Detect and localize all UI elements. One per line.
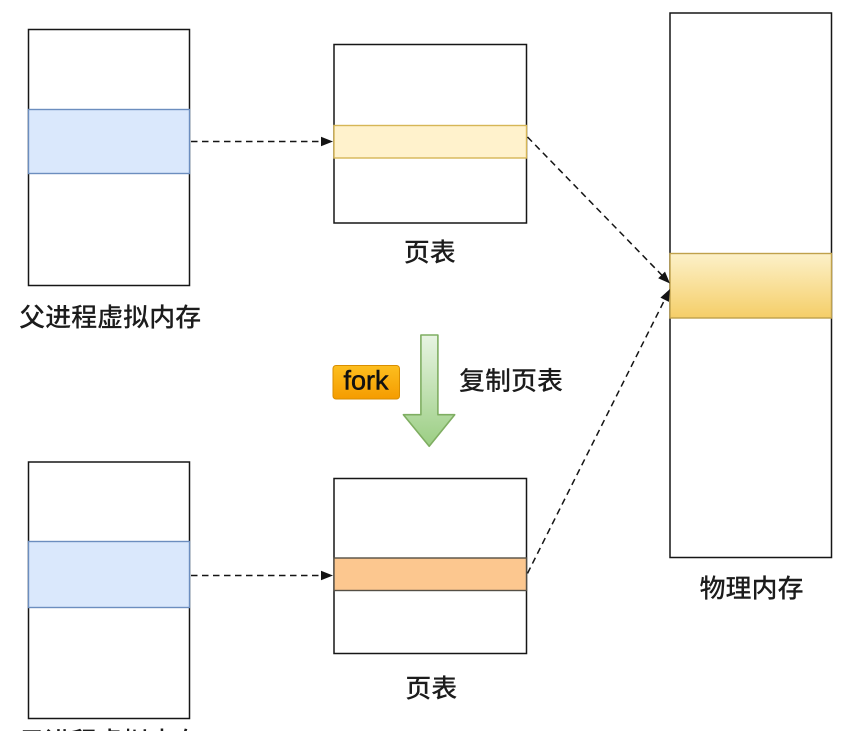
svg-text:fork: fork (343, 366, 389, 396)
